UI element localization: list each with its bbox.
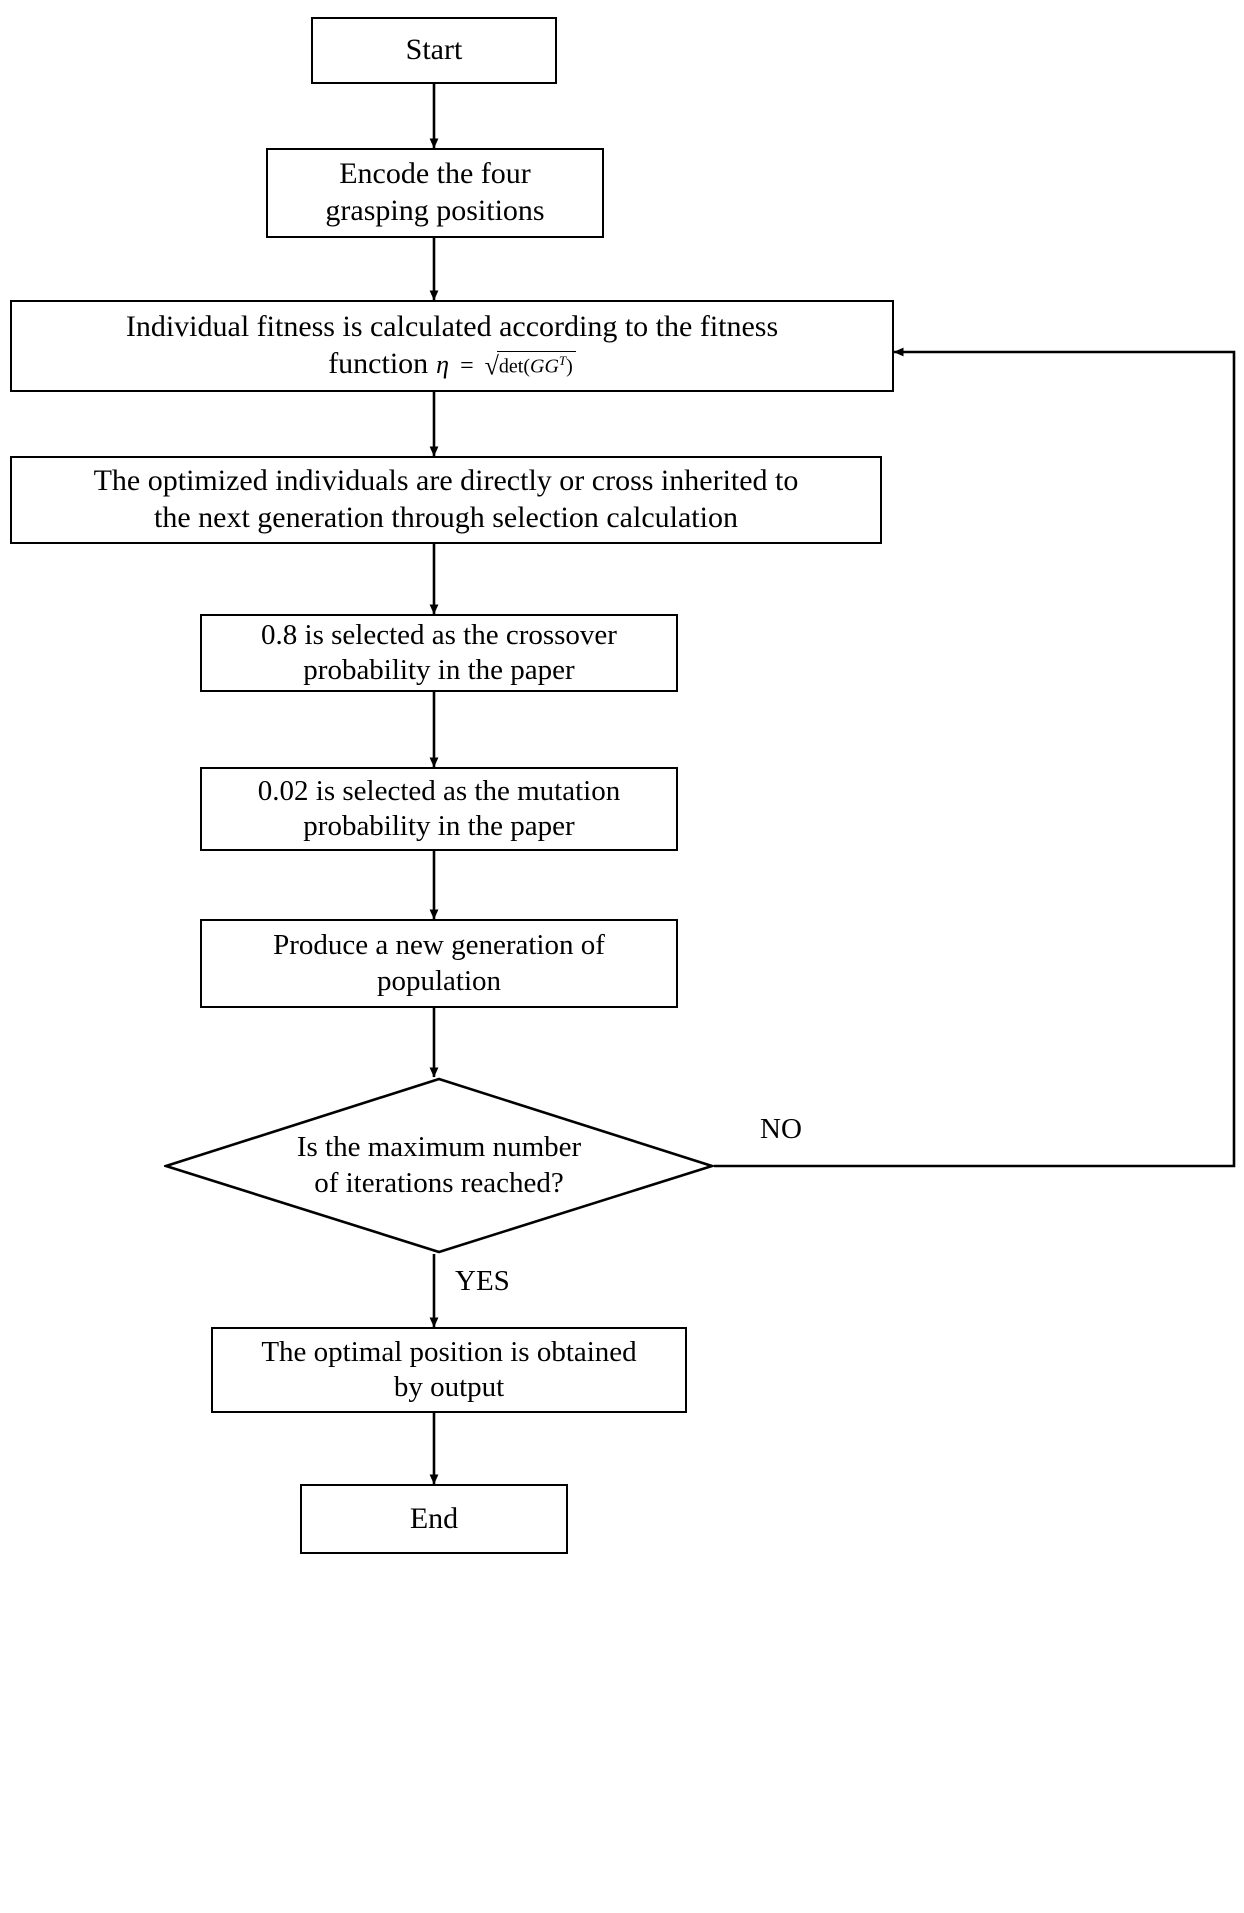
formula-equals: =	[460, 353, 474, 379]
node-produce-label: Produce a new generation of population	[273, 929, 605, 997]
formula-radicand: det(GGT)	[496, 351, 576, 379]
formula-det: det	[498, 356, 524, 378]
formula-variable: η	[436, 350, 450, 379]
node-selection-label: The optimized individuals are directly o…	[93, 464, 799, 534]
node-mutation-label: 0.02 is selected as the mutation probabi…	[257, 774, 621, 842]
node-decision-label: Is the maximum number of iterations reac…	[296, 1131, 582, 1199]
formula-paren-close: )	[566, 356, 573, 378]
node-mutation[interactable]: 0.02 is selected as the mutation probabi…	[200, 767, 678, 851]
formula-matrix: GG	[530, 356, 559, 378]
node-encode-label: Encode the four grasping positions	[325, 157, 545, 227]
formula-sqrt: √det(GGT)	[485, 351, 576, 381]
edge-label-no: NO	[760, 1113, 802, 1145]
node-optimal[interactable]: The optimal position is obtained by outp…	[211, 1327, 687, 1413]
node-end[interactable]: End	[300, 1484, 568, 1554]
node-fitness-function-word: function	[328, 347, 429, 380]
node-fitness[interactable]: Individual fitness is calculated accordi…	[10, 300, 894, 392]
formula-transpose: T	[558, 353, 567, 369]
node-fitness-label-line1: Individual fitness is calculated accordi…	[125, 310, 779, 344]
edge-label-yes: YES	[455, 1265, 510, 1297]
node-selection[interactable]: The optimized individuals are directly o…	[10, 456, 882, 544]
formula-radical-sign: √	[484, 352, 499, 381]
decision-diamond-shape	[164, 1077, 714, 1254]
node-encode[interactable]: Encode the four grasping positions	[266, 148, 604, 238]
node-optimal-label: The optimal position is obtained by outp…	[261, 1335, 637, 1403]
node-start[interactable]: Start	[311, 17, 557, 84]
formula-paren-open: (	[523, 356, 531, 378]
node-crossover-label: 0.8 is selected as the crossover probabi…	[261, 618, 617, 686]
node-crossover[interactable]: 0.8 is selected as the crossover probabi…	[200, 614, 678, 692]
node-start-label: Start	[405, 33, 463, 67]
node-produce[interactable]: Produce a new generation of population	[200, 919, 678, 1008]
node-end-label: End	[409, 1501, 459, 1535]
node-decision[interactable]: Is the maximum number of iterations reac…	[164, 1077, 714, 1254]
fitness-formula: η = √det(GGT)	[436, 349, 576, 381]
node-fitness-label-line2: function η = √det(GGT)	[328, 346, 576, 383]
